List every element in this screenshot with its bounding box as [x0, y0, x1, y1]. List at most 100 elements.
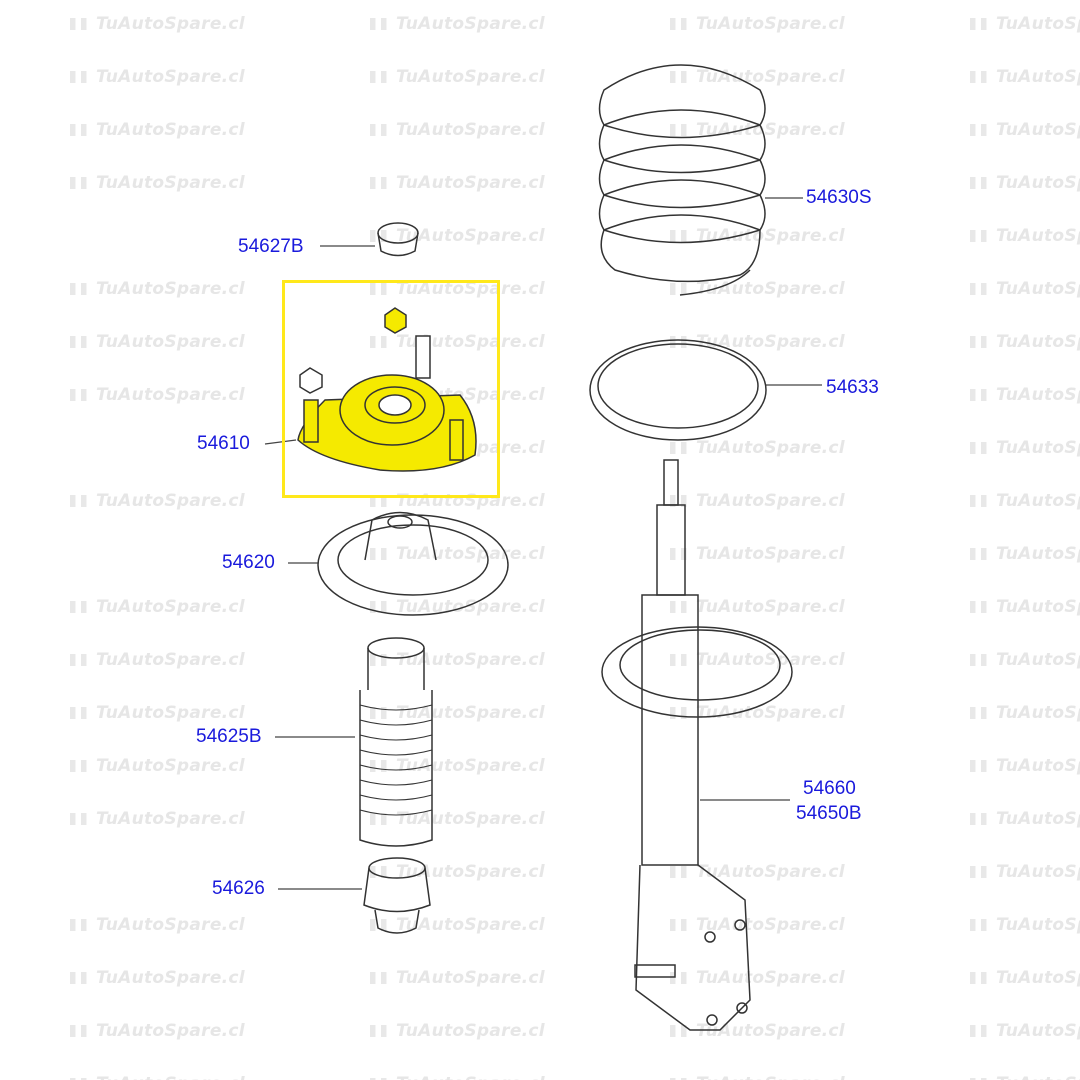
watermark: TuAutoSpare.cl [970, 491, 1080, 511]
watermark: TuAutoSpare.cl [970, 1074, 1080, 1080]
checkered-flag-icon [370, 230, 392, 242]
watermark-text: TuAutoSpare.cl [96, 1074, 245, 1080]
watermark: TuAutoSpare.cl [670, 14, 845, 34]
watermark: TuAutoSpare.cl [970, 756, 1080, 776]
watermark: TuAutoSpare.cl [70, 915, 245, 935]
checkered-flag-icon [670, 71, 692, 83]
watermark: TuAutoSpare.cl [670, 915, 845, 935]
watermark: TuAutoSpare.cl [370, 173, 545, 193]
checkered-flag-icon [370, 919, 392, 931]
watermark-text: TuAutoSpare.cl [396, 67, 545, 87]
checkered-flag-icon [370, 1078, 392, 1080]
callout-54627B[interactable]: 54627B [238, 236, 304, 258]
watermark-text: TuAutoSpare.cl [396, 332, 545, 352]
callout-54620[interactable]: 54620 [222, 552, 275, 574]
watermark: TuAutoSpare.cl [70, 756, 245, 776]
watermark-text: TuAutoSpare.cl [996, 14, 1080, 34]
callout-54625B[interactable]: 54625B [196, 726, 262, 748]
watermark: TuAutoSpare.cl [70, 14, 245, 34]
checkered-flag-icon [370, 71, 392, 83]
watermark: TuAutoSpare.cl [370, 597, 545, 617]
checkered-flag-icon [70, 813, 92, 825]
watermark: TuAutoSpare.cl [970, 385, 1080, 405]
watermark-text: TuAutoSpare.cl [396, 756, 545, 776]
watermark: TuAutoSpare.cl [670, 438, 845, 458]
watermark: TuAutoSpare.cl [70, 385, 245, 405]
watermark: TuAutoSpare.cl [70, 332, 245, 352]
watermark-text: TuAutoSpare.cl [96, 120, 245, 140]
checkered-flag-icon [970, 442, 992, 454]
watermark: TuAutoSpare.cl [670, 650, 845, 670]
watermark: TuAutoSpare.cl [970, 968, 1080, 988]
checkered-flag-icon [970, 813, 992, 825]
watermark-text: TuAutoSpare.cl [696, 544, 845, 564]
callout-54630S[interactable]: 54630S [806, 187, 872, 209]
watermark-text: TuAutoSpare.cl [396, 915, 545, 935]
checkered-flag-icon [670, 548, 692, 560]
part-54620-drawing [317, 511, 509, 616]
checkered-flag-icon [70, 336, 92, 348]
watermark-text: TuAutoSpare.cl [996, 438, 1080, 458]
watermark: TuAutoSpare.cl [370, 120, 545, 140]
checkered-flag-icon [970, 336, 992, 348]
callout-54633[interactable]: 54633 [826, 377, 879, 399]
watermark: TuAutoSpare.cl [70, 1074, 245, 1080]
checkered-flag-icon [670, 919, 692, 931]
watermark: TuAutoSpare.cl [970, 544, 1080, 564]
watermark-text: TuAutoSpare.cl [396, 650, 545, 670]
part-54627B-drawing [377, 222, 419, 257]
watermark-text: TuAutoSpare.cl [96, 1021, 245, 1041]
watermark-text: TuAutoSpare.cl [996, 862, 1080, 882]
checkered-flag-icon [970, 919, 992, 931]
callout-54660[interactable]: 54660 [803, 778, 856, 800]
checkered-flag-icon [970, 177, 992, 189]
callout-54610[interactable]: 54610 [197, 433, 250, 455]
watermark: TuAutoSpare.cl [970, 597, 1080, 617]
watermark: TuAutoSpare.cl [70, 67, 245, 87]
watermark: TuAutoSpare.cl [370, 14, 545, 34]
checkered-flag-icon [670, 866, 692, 878]
watermark-text: TuAutoSpare.cl [996, 1074, 1080, 1080]
checkered-flag-icon [670, 442, 692, 454]
checkered-flag-icon [970, 707, 992, 719]
part-54633-drawing [589, 339, 767, 441]
checkered-flag-icon [970, 495, 992, 507]
watermark: TuAutoSpare.cl [70, 809, 245, 829]
checkered-flag-icon [970, 230, 992, 242]
watermark: TuAutoSpare.cl [670, 491, 845, 511]
watermark: TuAutoSpare.cl [370, 1021, 545, 1041]
watermark-text: TuAutoSpare.cl [996, 650, 1080, 670]
checkered-flag-icon [370, 972, 392, 984]
watermark-text: TuAutoSpare.cl [996, 915, 1080, 935]
watermark-text: TuAutoSpare.cl [96, 279, 245, 299]
watermark: TuAutoSpare.cl [70, 491, 245, 511]
watermark: TuAutoSpare.cl [970, 332, 1080, 352]
watermark: TuAutoSpare.cl [670, 226, 845, 246]
watermark-text: TuAutoSpare.cl [96, 332, 245, 352]
checkered-flag-icon [70, 18, 92, 30]
checkered-flag-icon [670, 283, 692, 295]
watermark-text: TuAutoSpare.cl [996, 332, 1080, 352]
checkered-flag-icon [70, 389, 92, 401]
checkered-flag-icon [370, 177, 392, 189]
checkered-flag-icon [670, 601, 692, 613]
watermark: TuAutoSpare.cl [670, 67, 845, 87]
watermark-text: TuAutoSpare.cl [96, 703, 245, 723]
watermark: TuAutoSpare.cl [670, 1074, 845, 1080]
checkered-flag-icon [670, 654, 692, 666]
watermark: TuAutoSpare.cl [670, 862, 845, 882]
checkered-flag-icon [70, 71, 92, 83]
checkered-flag-icon [70, 283, 92, 295]
checkered-flag-icon [970, 1025, 992, 1037]
checkered-flag-icon [70, 601, 92, 613]
callout-54626[interactable]: 54626 [212, 878, 265, 900]
watermark-text: TuAutoSpare.cl [696, 650, 845, 670]
callout-54650B[interactable]: 54650B [796, 803, 862, 825]
watermark: TuAutoSpare.cl [70, 1021, 245, 1041]
checkered-flag-icon [370, 601, 392, 613]
checkered-flag-icon [670, 230, 692, 242]
watermark: TuAutoSpare.cl [970, 226, 1080, 246]
watermark-text: TuAutoSpare.cl [696, 1021, 845, 1041]
